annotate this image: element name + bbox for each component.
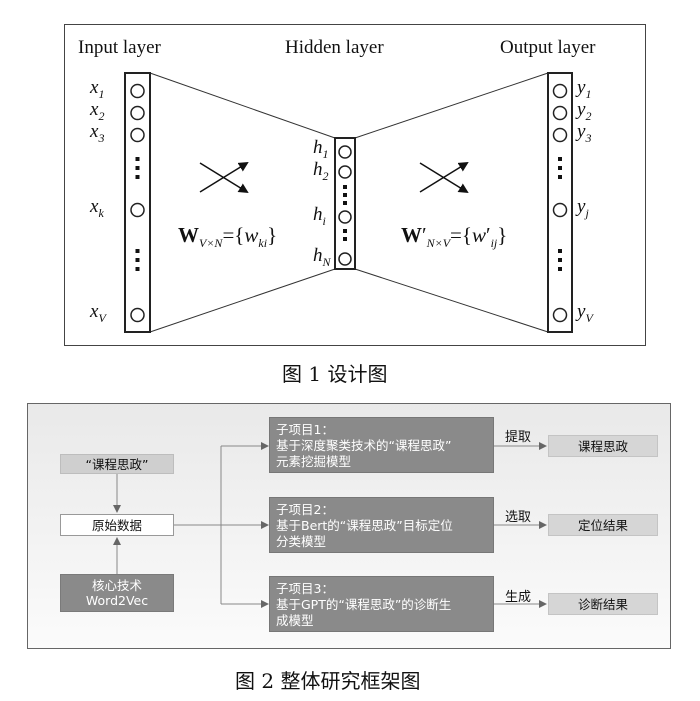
- output-label-yV: yV: [577, 301, 593, 325]
- figure1-caption: 图 1 设计图: [282, 362, 388, 386]
- input-node: [130, 83, 145, 99]
- result-positioning: 定位结果: [548, 514, 658, 536]
- core-tech-line2: Word2Vec: [85, 593, 149, 608]
- input-node: [130, 105, 145, 121]
- output-node: [552, 83, 568, 99]
- core-tech-line1: 核心技术: [91, 578, 142, 593]
- input-dot: [135, 166, 140, 170]
- input-label-x3: x3: [90, 121, 105, 145]
- connector-line: [149, 72, 336, 139]
- input-dot: [135, 267, 140, 271]
- output-label-yj: yj: [577, 196, 589, 220]
- output-dot: [558, 175, 562, 179]
- subproject-title: 子项目3：: [276, 581, 334, 596]
- verb-select: 选取: [505, 510, 532, 525]
- hidden-dot: [343, 201, 347, 205]
- subproject-2-box: 子项目2： 基于Bert的“课程思政”目标定位 分类模型: [269, 497, 494, 553]
- output-node: [552, 307, 568, 323]
- output-dot: [558, 258, 562, 262]
- connector-line: [354, 72, 549, 139]
- output-node: [552, 105, 568, 121]
- subproject-desc: 分类模型: [276, 534, 327, 549]
- subproject-desc: 基于GPT的“课程思政”的诊断生: [276, 597, 452, 612]
- output-layer-title: Output layer: [500, 37, 596, 58]
- subproject-desc: 元素挖掘模型: [276, 454, 352, 469]
- input-node: [130, 307, 145, 323]
- raw-data-box: 原始数据: [60, 514, 174, 536]
- input-dot: [135, 258, 140, 262]
- hidden-node: [338, 210, 352, 224]
- input-dot: [135, 249, 140, 253]
- figure1-diagram: Input layer Hidden layer Output layer x1…: [64, 24, 646, 346]
- hidden-label-h1: h1: [313, 137, 329, 161]
- hidden-node: [338, 145, 352, 159]
- connector-line: [354, 268, 549, 333]
- output-dot: [558, 157, 562, 161]
- core-tech-box: 核心技术 Word2Vec: [60, 574, 174, 612]
- output-dot: [558, 267, 562, 271]
- input-node: [130, 202, 145, 218]
- connector-line: [149, 268, 336, 333]
- verb-generate: 生成: [505, 590, 532, 605]
- input-dot: [135, 157, 140, 161]
- subproject-3-box: 子项目3： 基于GPT的“课程思政”的诊断生 成模型: [269, 576, 494, 632]
- hidden-dot: [343, 237, 347, 241]
- input-label-x2: x2: [90, 99, 105, 123]
- output-label-y3: y3: [577, 121, 592, 145]
- subproject-title: 子项目1：: [276, 422, 334, 437]
- cross-arrow: [199, 161, 249, 193]
- figure2-diagram: “课程思政” 原始数据 核心技术 Word2Vec 子项目1： 基于深度聚类技术…: [27, 403, 671, 649]
- subproject-desc: 成模型: [276, 613, 314, 628]
- hidden-dot: [343, 229, 347, 233]
- output-label-y2: y2: [577, 99, 592, 123]
- output-node: [552, 127, 568, 143]
- subproject-desc: 基于Bert的“课程思政”目标定位: [276, 518, 453, 533]
- result-course-ideology: 课程思政: [548, 435, 658, 457]
- course-ideology-box: “课程思政”: [60, 454, 174, 474]
- weight-matrix-right: W′N×V={w′ij}: [401, 223, 508, 251]
- verb-extract: 提取: [505, 430, 532, 445]
- subproject-title: 子项目2：: [276, 502, 334, 517]
- output-dot: [558, 249, 562, 253]
- result-diagnosis: 诊断结果: [548, 593, 658, 615]
- input-label-xV: xV: [90, 301, 106, 325]
- weight-matrix-left: WV×N={wki}: [178, 223, 278, 251]
- subproject-1-box: 子项目1： 基于深度聚类技术的“课程思政” 元素挖掘模型: [269, 417, 494, 473]
- figure1-graphics: [124, 72, 573, 333]
- input-node: [130, 127, 145, 143]
- hidden-label-hi: hi: [313, 204, 326, 228]
- hidden-dot: [343, 193, 347, 197]
- output-node: [552, 202, 568, 218]
- input-label-x1: x1: [90, 77, 105, 101]
- output-dot: [558, 166, 562, 170]
- input-dot: [135, 175, 140, 179]
- hidden-node: [338, 252, 352, 266]
- input-layer-title: Input layer: [78, 37, 161, 58]
- cross-arrow: [419, 161, 469, 193]
- subproject-desc: 基于深度聚类技术的“课程思政”: [276, 438, 452, 453]
- hidden-layer-title: Hidden layer: [285, 37, 384, 58]
- hidden-node: [338, 165, 352, 179]
- hidden-dot: [343, 185, 347, 189]
- hidden-label-h2: h2: [313, 159, 329, 183]
- figure2-caption: 图 2 整体研究框架图: [235, 669, 421, 693]
- hidden-label-hN: hN: [313, 245, 331, 269]
- input-label-xk: xk: [90, 196, 104, 220]
- output-label-y1: y1: [577, 77, 592, 101]
- figure2-connectors: [113, 442, 547, 608]
